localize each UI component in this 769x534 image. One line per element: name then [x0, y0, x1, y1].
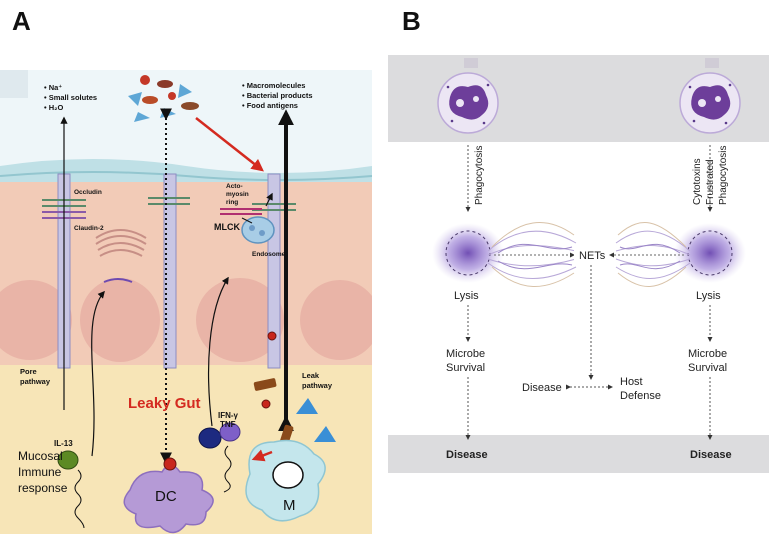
phagocytosis-label: Phagocytosis [474, 146, 485, 205]
bottom-band [388, 435, 769, 473]
microbe-survival-left: Survival [446, 362, 485, 374]
panel-a-letter: A [12, 6, 31, 36]
disease-mid-label: Disease [522, 382, 562, 394]
disease-left-label: Disease [446, 449, 488, 461]
macrophage-label: M [283, 497, 296, 514]
leak-pathway-label: pathway [302, 381, 333, 390]
bacteria-rod [253, 378, 277, 391]
actomyosin-label: ring [226, 199, 238, 206]
neutrophil-left [437, 58, 499, 134]
disease-right-label: Disease [690, 449, 732, 461]
lysing-neutrophil-left [432, 223, 504, 283]
mucosal-response-label: response [18, 481, 68, 495]
small-solute-item: • Na⁺ [44, 83, 62, 92]
lysis-right-label: Lysis [696, 290, 721, 302]
golgi-apparatus [95, 229, 147, 257]
antigen-triangle [296, 398, 318, 414]
cytotoxins-label: Cytotoxins [692, 158, 703, 205]
lysis-left-label: Lysis [454, 290, 479, 302]
pore-pathway-label: Pore [20, 367, 37, 376]
macromolecule-item: • Food antigens [242, 101, 298, 110]
microbe-survival-right: Microbe [688, 348, 727, 360]
macromolecule-item: • Bacterial products [242, 91, 313, 100]
il13-to-claudin-arrow [91, 290, 105, 457]
corner-tile [0, 70, 28, 98]
mucosal-response-label: Immune [18, 465, 62, 479]
mucosal-response-label: Mucosal [18, 449, 63, 463]
tnf-label: TNF [220, 420, 236, 429]
small-solute-item: • H₂O [44, 103, 63, 112]
frustrated-phagocytosis-label: Phagocytosis [718, 146, 729, 205]
cytokine-to-mlck-arrow [207, 276, 229, 427]
pore-pathway-label: pathway [20, 377, 51, 386]
cell-nucleus [0, 280, 72, 360]
il13-label: IL-13 [54, 439, 73, 448]
leaky-gut-title: Leaky Gut [128, 395, 201, 412]
actomyosin-label: Acto- [226, 183, 243, 190]
leaky-gut-diagram: M DC • Na⁺ • Small solutes • H₂O • Macro… [0, 70, 372, 534]
leak-pathway-label: Leak [302, 371, 320, 380]
host-defense-label: Defense [620, 390, 661, 402]
cell-nucleus [300, 280, 372, 360]
frustrated-label: Frustrated [705, 159, 716, 205]
bacteria-particle [267, 331, 277, 341]
endosome-vesicle [241, 216, 275, 244]
microbe-survival-right: Survival [688, 362, 727, 374]
tnf-cytokine [219, 422, 241, 442]
neutrophil-right [679, 58, 741, 134]
mlck-label: MLCK [214, 222, 240, 232]
claudin-label: Claudin-2 [74, 225, 104, 232]
bacteria-particle [261, 399, 271, 409]
occludin-label: Occludin [74, 189, 102, 196]
macrophage-nucleus [272, 461, 304, 489]
il13-secretion [74, 469, 85, 529]
il13-cytokine [57, 450, 79, 470]
ifn-label: IFN-γ [218, 411, 239, 420]
antigen-entry-arrow [195, 117, 264, 172]
cytokine-secretion [223, 445, 232, 493]
endosome-label: Endosome [252, 251, 286, 258]
macromolecule-item: • Macromolecules [242, 81, 305, 90]
net-fibers-left [487, 222, 577, 287]
ifn-cytokine [198, 427, 222, 449]
neutrophil-nets-diagram: Phagocytosis Cytotoxins Frustrated Phago… [388, 55, 769, 473]
lysing-neutrophil-right [674, 223, 746, 283]
nets-label: NETs [579, 250, 606, 262]
antigen-triangle [314, 426, 336, 442]
host-defense-label: Host [620, 376, 643, 388]
small-solute-item: • Small solutes [44, 93, 97, 102]
panel-b-letter: B [402, 6, 421, 36]
net-fibers-right [615, 222, 691, 287]
microbe-survival-left: Microbe [446, 348, 485, 360]
dc-label: DC [155, 488, 177, 505]
macrophage-signal-arrow [251, 449, 273, 462]
actomyosin-label: myosin [226, 191, 249, 198]
vesicle-strand [103, 278, 133, 283]
